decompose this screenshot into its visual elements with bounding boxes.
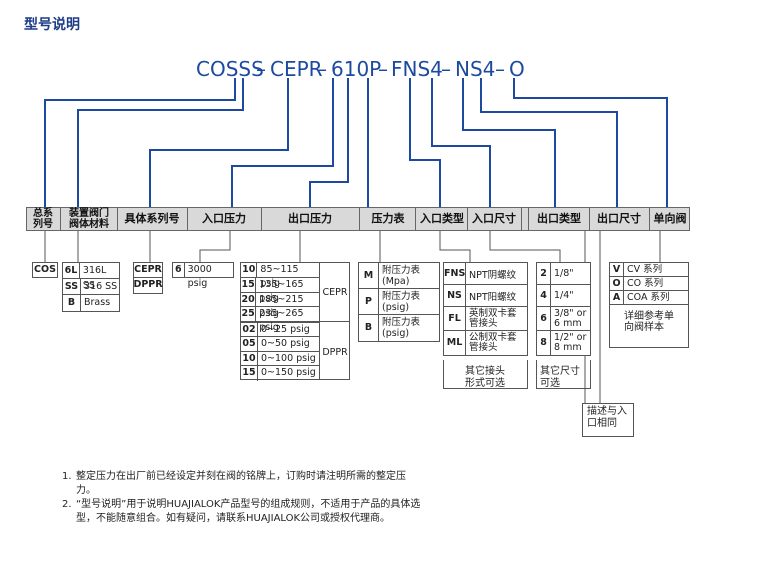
model-dash: – [441,57,451,81]
header-bar [26,207,690,231]
model-segment: FNS4 [391,57,443,81]
connector-inlet-pressure [231,78,334,207]
model-dash: – [256,57,266,81]
header-outlet-size: 出口尺寸 [597,212,641,225]
connector-outlet-type [462,78,556,207]
header-inlet-pressure: 入口压力 [202,212,246,225]
notes: 1.整定压力在出厂前已经设定并刻在阀的铭牌上，订购时请注明所需的整定压力。 2.… [62,470,422,526]
connector-series [44,78,236,207]
connector-inlet-type [409,78,441,207]
check-valve-note: 详细参考单 向阀样本 [624,311,674,333]
inlet-type-other: 其它接头 形式可选 [465,366,505,389]
outlet-note-box: 描述与入 口相同 [582,403,634,437]
model-segment: CEPR [270,57,323,81]
model-dash: – [495,57,505,81]
connector-check-valve [513,78,668,207]
cepr-label: CEPR [322,287,348,298]
note-2: 2.“型号说明”用于说明HUAJIALOK产品型号的组成规则，不适用于产品的具体… [62,499,421,524]
header-sub-series: 具体系列号 [124,212,180,225]
note-1: 1.整定压力在出厂前已经设定并刻在阀的铭牌上，订购时请注明所需的整定压力。 [62,471,406,496]
model-segment: 610P [331,57,381,81]
model-dash: – [317,57,327,81]
header-outlet-type: 出口类型 [537,212,581,225]
dppr-label: DPPR [322,347,348,358]
model-segment: COSSS [196,57,264,81]
connector-outlet-size [480,78,618,207]
series-box: COS [32,262,58,278]
inlet-size-other: 其它尺寸 可选 [540,366,580,389]
page-title: 型号说明 [24,17,80,33]
connector-material [77,78,244,207]
connector-inlet-size [431,78,491,207]
header-outlet-pressure: 出口压力 [288,212,332,225]
connector-sub-series [149,78,289,207]
header-inlet-type: 入口类型 [420,212,464,225]
model-segment: O [509,57,525,81]
connector-outlet-pressure [309,78,349,207]
model-segment: NS4 [455,57,495,81]
header-series: 总系 列号 [33,208,53,230]
header-inlet-size: 入口尺寸 [472,212,516,225]
header-body-material: 装置阀门 阀体材料 [69,208,109,230]
header-gauge: 压力表 [371,212,405,225]
header-check-valve: 单向阀 [653,212,687,225]
connector-lines [44,78,668,207]
sub-series-box: CEPR DPPR [133,262,163,294]
model-dash: – [378,57,388,81]
